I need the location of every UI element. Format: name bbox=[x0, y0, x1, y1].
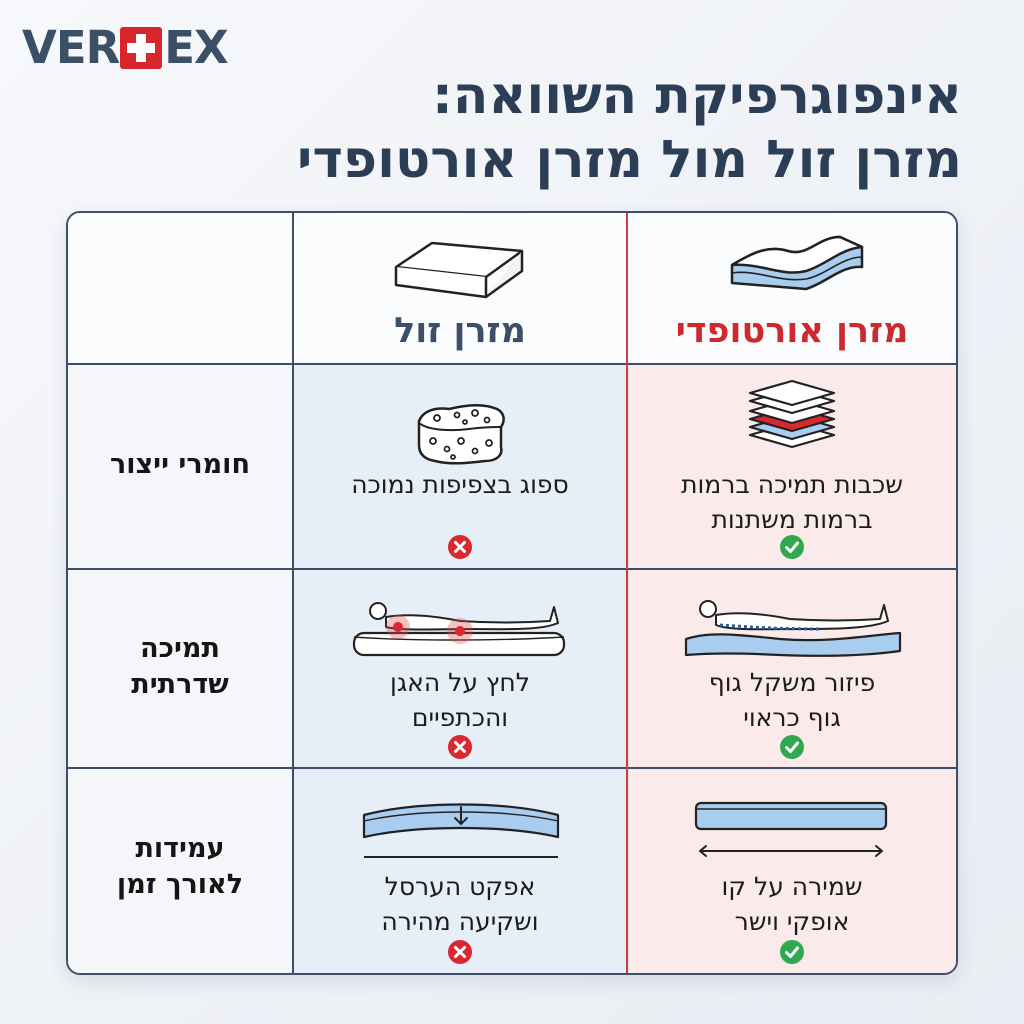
logo-text-start: VER bbox=[22, 21, 120, 74]
plain-mattress-icon bbox=[394, 241, 524, 299]
ortho-column-header: מזרן אורטופדי bbox=[675, 311, 909, 351]
check-mark-icon bbox=[780, 535, 804, 559]
cheap-material-text: ספוג בצפיפות נמוכה bbox=[294, 467, 626, 502]
text-line: ושקיעה מהירה bbox=[381, 907, 539, 936]
text-line: פיזור משקל גוף bbox=[708, 668, 876, 697]
title-line-1: אינפוגרפיקת השוואה: bbox=[432, 66, 962, 126]
sponge-icon bbox=[417, 404, 505, 465]
text-line: שכבות תמיכה ברמות bbox=[681, 470, 903, 499]
cheap-cell bbox=[294, 365, 626, 568]
sagging-mattress-icon bbox=[362, 803, 560, 858]
text-line: ברמות משתנות bbox=[711, 505, 873, 534]
layers-icon bbox=[748, 379, 836, 449]
logo-text-end: EX bbox=[164, 21, 228, 74]
check-mark-icon bbox=[780, 735, 804, 759]
cheap-column-header: מזרן זול bbox=[394, 311, 526, 351]
medical-cross-icon bbox=[120, 27, 163, 69]
contoured-mattress-icon bbox=[730, 235, 864, 291]
x-mark-icon bbox=[448, 940, 472, 964]
row-label-spinal-support: תמיכה שדרתית bbox=[68, 631, 292, 703]
comparison-table: מזרן זול מזרן אורטופדי חומרי ייצור ספוג … bbox=[66, 211, 958, 975]
body-pressure-icon bbox=[352, 602, 566, 657]
ortho-cell bbox=[628, 570, 956, 767]
text-line: אפקט הערסל bbox=[384, 872, 536, 901]
page-title: אינפוגרפיקת השוואה: מזרן זול מול מזרן או… bbox=[202, 64, 962, 192]
label-cell bbox=[68, 570, 292, 767]
text-line: שמירה על קו bbox=[721, 872, 863, 901]
column-divider bbox=[292, 213, 294, 973]
row-divider bbox=[68, 363, 956, 365]
text-line: עמידות bbox=[135, 833, 225, 864]
cheap-support-text: לחץ על האגן והכתפיים bbox=[294, 665, 626, 735]
cheap-cell bbox=[294, 570, 626, 767]
flat-mattress-icon bbox=[694, 801, 888, 857]
row-divider bbox=[68, 767, 956, 769]
text-line: תמיכה bbox=[140, 633, 220, 664]
x-mark-icon bbox=[448, 735, 472, 759]
label-cell bbox=[68, 769, 292, 973]
text-line: והכתפיים bbox=[411, 703, 509, 732]
text-line: אופקי וישר bbox=[734, 907, 850, 936]
row-label-durability: עמידות לאורך זמן bbox=[68, 831, 292, 903]
title-line-2: מזרן זול מול מזרן אורטופדי bbox=[297, 130, 962, 190]
corner-cell bbox=[68, 213, 292, 363]
label-cell bbox=[68, 365, 292, 568]
text-line: שדרתית bbox=[131, 669, 229, 700]
ortho-material-text: שכבות תמיכה ברמות ברמות משתנות bbox=[628, 467, 956, 537]
brand-logo: VER EX bbox=[22, 21, 229, 74]
text-line: ספוג בצפיפות נמוכה bbox=[351, 470, 569, 499]
row-divider bbox=[68, 568, 956, 570]
ortho-support-text: פיזור משקל גוף גוף כראוי bbox=[628, 665, 956, 735]
cheap-durability-text: אפקט הערסל ושקיעה מהירה bbox=[294, 869, 626, 939]
text-line: לחץ על האגן bbox=[390, 668, 530, 697]
text-line: לאורך זמן bbox=[116, 869, 244, 900]
text-line: גוף כראוי bbox=[743, 703, 841, 732]
x-mark-icon bbox=[448, 535, 472, 559]
body-aligned-icon bbox=[684, 600, 902, 657]
cheap-cell bbox=[294, 769, 626, 973]
row-label-materials: חומרי ייצור bbox=[109, 449, 250, 480]
check-mark-icon bbox=[780, 940, 804, 964]
ortho-durability-text: שמירה על קו אופקי וישר bbox=[628, 869, 956, 939]
